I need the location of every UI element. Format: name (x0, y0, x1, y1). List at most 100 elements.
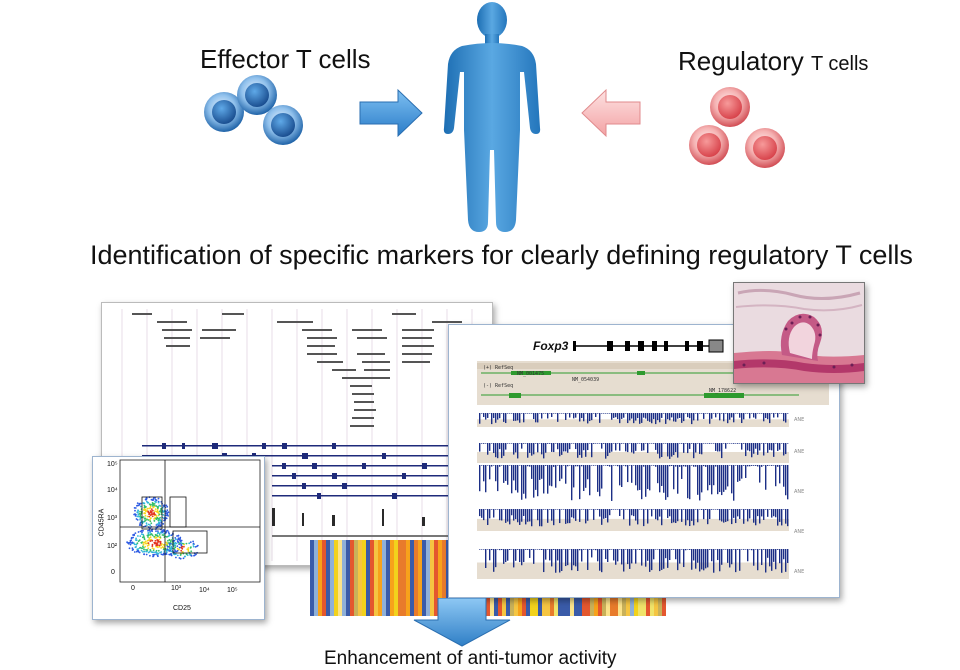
signal-bar (681, 413, 683, 423)
flow-event-dot (138, 515, 140, 518)
flow-event-dot (185, 542, 188, 545)
signal-bar (507, 443, 509, 444)
signal-bar (487, 549, 489, 550)
signal-bar (773, 549, 775, 562)
signal-bar (487, 443, 489, 455)
signal-bar (707, 413, 709, 414)
signal-bar (587, 413, 589, 424)
flow-event-dot (137, 513, 140, 516)
signal-bar (751, 413, 753, 414)
signal-bar (737, 443, 739, 444)
flow-event-dot (160, 507, 162, 510)
signal-bar (609, 509, 611, 516)
signal-bar (613, 465, 615, 466)
flow-event-dot (170, 542, 172, 545)
flow-event-dot (144, 506, 147, 509)
signal-bar (773, 443, 775, 457)
signal-bar (647, 413, 649, 421)
signal-bar (571, 465, 573, 501)
signal-bar (593, 509, 595, 520)
signal-bar (577, 443, 579, 458)
signal-bar (605, 413, 607, 414)
signal-bar (561, 413, 563, 414)
flow-event-dot (146, 515, 149, 518)
flow-event-dot (148, 503, 151, 506)
effector-t-cells-label: Effector T cells (200, 44, 371, 74)
signal-bar (717, 413, 719, 414)
flow-event-dot (150, 511, 153, 514)
flow-y-tick: 0 (111, 569, 115, 576)
signal-bar (731, 465, 733, 494)
flow-event-dot (149, 548, 152, 551)
signal-bar (639, 465, 641, 490)
signal-bar (761, 509, 763, 517)
signal-bar (713, 509, 715, 510)
signal-bar (575, 465, 577, 467)
signal-bar (573, 509, 575, 519)
signal-bar (507, 549, 509, 561)
signal-bar (603, 413, 605, 414)
signal-bar (727, 413, 729, 424)
signal-bar (583, 509, 585, 510)
flow-event-dot (152, 506, 155, 509)
effector-cell (263, 105, 303, 145)
signal-bar (663, 465, 665, 493)
signal-bar (689, 509, 691, 527)
signal-bar (657, 413, 659, 421)
signal-bar (715, 549, 717, 550)
heatmap-column (370, 540, 374, 616)
signal-bar (635, 413, 637, 421)
signal-bar (681, 443, 683, 444)
signal-bar (591, 465, 593, 466)
signal-bar (771, 549, 773, 571)
signal-bar (749, 413, 751, 419)
signal-bar (717, 465, 719, 495)
signal-bar (751, 509, 753, 510)
signal-bar (505, 465, 507, 481)
signal-bar (501, 509, 503, 521)
signal-bar (569, 509, 571, 524)
signal-bar (567, 443, 569, 453)
flow-y-tick: 10³ (107, 515, 118, 522)
signal-bar (669, 549, 671, 561)
signal-bar (653, 465, 655, 466)
signal-bar (519, 443, 521, 444)
flow-event-dot (147, 534, 149, 536)
signal-bar (643, 413, 645, 418)
signal-bar (527, 509, 529, 522)
signal-bar (721, 413, 723, 414)
flow-event-dot (153, 551, 155, 554)
signal-bar (531, 465, 533, 479)
flow-event-dot (139, 505, 142, 508)
signal-bar (645, 509, 647, 510)
flow-event-dot (156, 523, 159, 526)
flow-event-dot (158, 504, 161, 507)
flow-event-dot (154, 513, 156, 516)
signal-bar (617, 413, 619, 420)
signal-bar (585, 509, 587, 524)
signal-bar (727, 509, 729, 522)
signal-bar (723, 443, 725, 444)
signal-bar (779, 413, 781, 414)
signal-bar (655, 465, 657, 467)
signal-bar (697, 413, 699, 421)
signal-bar (679, 509, 681, 510)
signal-bar (511, 465, 513, 494)
flow-event-dot (131, 541, 134, 544)
signal-bar (765, 549, 767, 573)
signal-bar (541, 549, 543, 550)
flow-event-dot (139, 502, 142, 505)
signal-bar (717, 549, 719, 561)
signal-bar (651, 443, 653, 444)
signal-bar (675, 549, 677, 560)
signal-bar (633, 413, 635, 424)
signal-bar (567, 549, 569, 566)
signal-bar (669, 443, 671, 459)
signal-bar (531, 549, 533, 550)
flow-event-dot (153, 553, 156, 556)
signal-bar (665, 465, 667, 500)
signal-bar (627, 509, 629, 510)
flow-event-dot (146, 549, 149, 551)
flow-event-dot (142, 516, 145, 518)
flow-event-dot (170, 545, 173, 548)
